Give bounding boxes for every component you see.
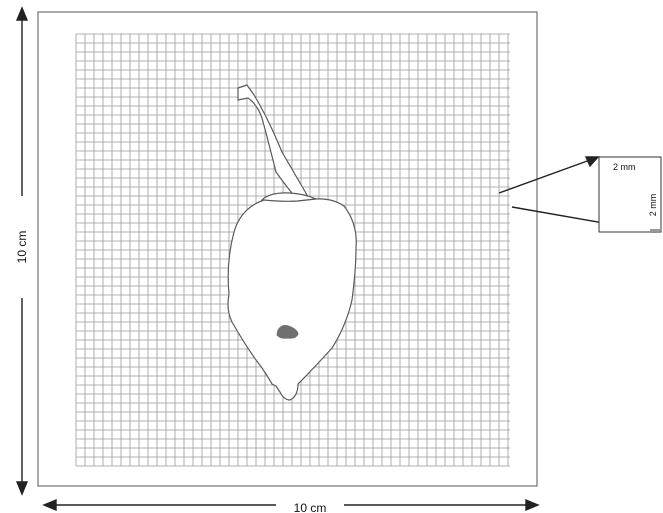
pepper-body <box>227 198 357 401</box>
height-dimension <box>15 6 29 496</box>
outer-frame <box>37 11 538 487</box>
inset-square <box>598 156 662 233</box>
inset-top-label: 2 mm <box>613 162 636 172</box>
width-label: 10 cm <box>294 501 327 513</box>
pepper-stem <box>237 84 308 199</box>
inset-side-label: 2 mm <box>648 194 658 217</box>
height-label: 10 cm <box>15 231 29 264</box>
width-dimension <box>42 498 540 512</box>
lesion-spot <box>276 325 299 339</box>
